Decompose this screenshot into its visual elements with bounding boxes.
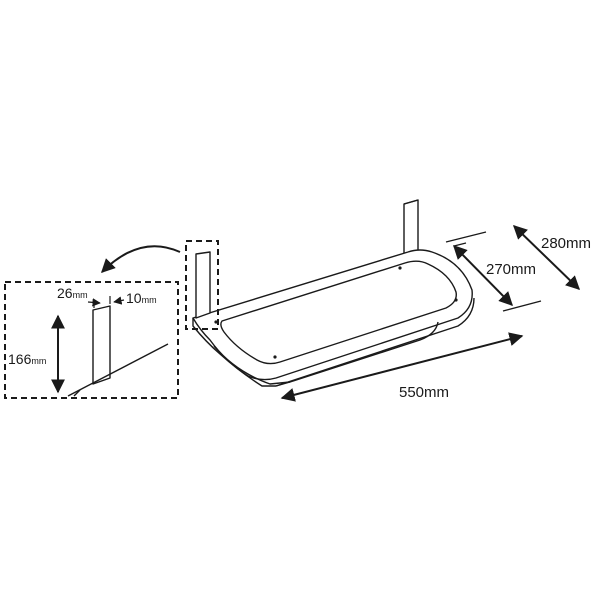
callout-arrow <box>101 245 181 273</box>
left-bracket <box>195 251 211 319</box>
length-dimension-label: 550mm <box>399 384 449 401</box>
bracket-detail-box: 26mm 10mm 166mm <box>4 281 179 399</box>
detail-height-label: 166mm <box>8 351 46 367</box>
tray-inner-basin <box>220 260 457 365</box>
outer-depth-label: 280mm <box>541 235 591 252</box>
detail-bracket <box>92 305 111 385</box>
length-dimension-arrow <box>280 332 524 402</box>
detail-thickness-label: 10mm <box>126 290 157 306</box>
detail-shelf-edge <box>67 343 169 397</box>
detail-thickness-marker <box>113 296 125 305</box>
right-bracket <box>403 199 419 256</box>
bracket-highlight-box <box>185 240 219 330</box>
inner-depth-label: 270mm <box>486 261 536 278</box>
detail-width-marker <box>87 296 111 308</box>
tray-rim-edge <box>192 297 475 387</box>
tray-drawing <box>192 199 475 387</box>
outer-depth-arrow <box>512 225 581 290</box>
tray-outer-rim <box>192 249 473 381</box>
detail-width-label: 26mm <box>57 285 88 301</box>
tray-basin-bottom <box>213 321 439 385</box>
inner-depth-arrow <box>453 245 513 306</box>
